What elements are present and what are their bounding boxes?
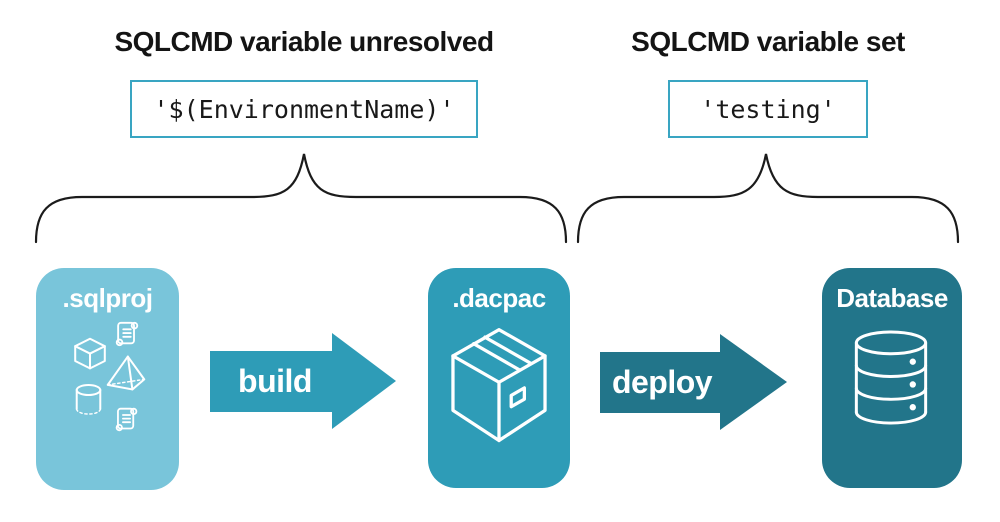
code-box-unresolved: '$(EnvironmentName)': [130, 80, 478, 138]
cube-icon: [70, 336, 110, 373]
sqlproj-card: .sqlproj: [36, 268, 179, 490]
code-box-set: 'testing': [668, 80, 868, 138]
deploy-arrow-label: deploy: [611, 364, 713, 400]
pyramid-icon: [105, 354, 147, 392]
build-arrow: [210, 333, 396, 429]
dacpac-card: .dacpac: [428, 268, 570, 488]
sqlproj-card-title: .sqlproj: [62, 283, 153, 313]
left-curly-brace: [34, 153, 568, 244]
code-text-set: 'testing': [700, 94, 836, 124]
deploy-arrow: [600, 334, 787, 430]
database-card-title: Database: [836, 283, 948, 313]
heading-sqlcmd-unresolved: SQLCMD variable unresolved: [114, 26, 494, 57]
database-icon: [853, 330, 929, 429]
script-icon: [113, 406, 140, 433]
build-arrow-label: build: [238, 363, 312, 399]
heading-sqlcmd-set: SQLCMD variable set: [631, 26, 905, 57]
code-text-unresolved: '$(EnvironmentName)': [153, 94, 455, 124]
database-card: Database: [822, 268, 962, 488]
script-icon: [113, 320, 141, 348]
package-icon: [445, 324, 553, 448]
dacpac-card-title: .dacpac: [452, 283, 546, 313]
cylinder-icon: [74, 383, 103, 417]
right-curly-brace: [576, 153, 960, 244]
